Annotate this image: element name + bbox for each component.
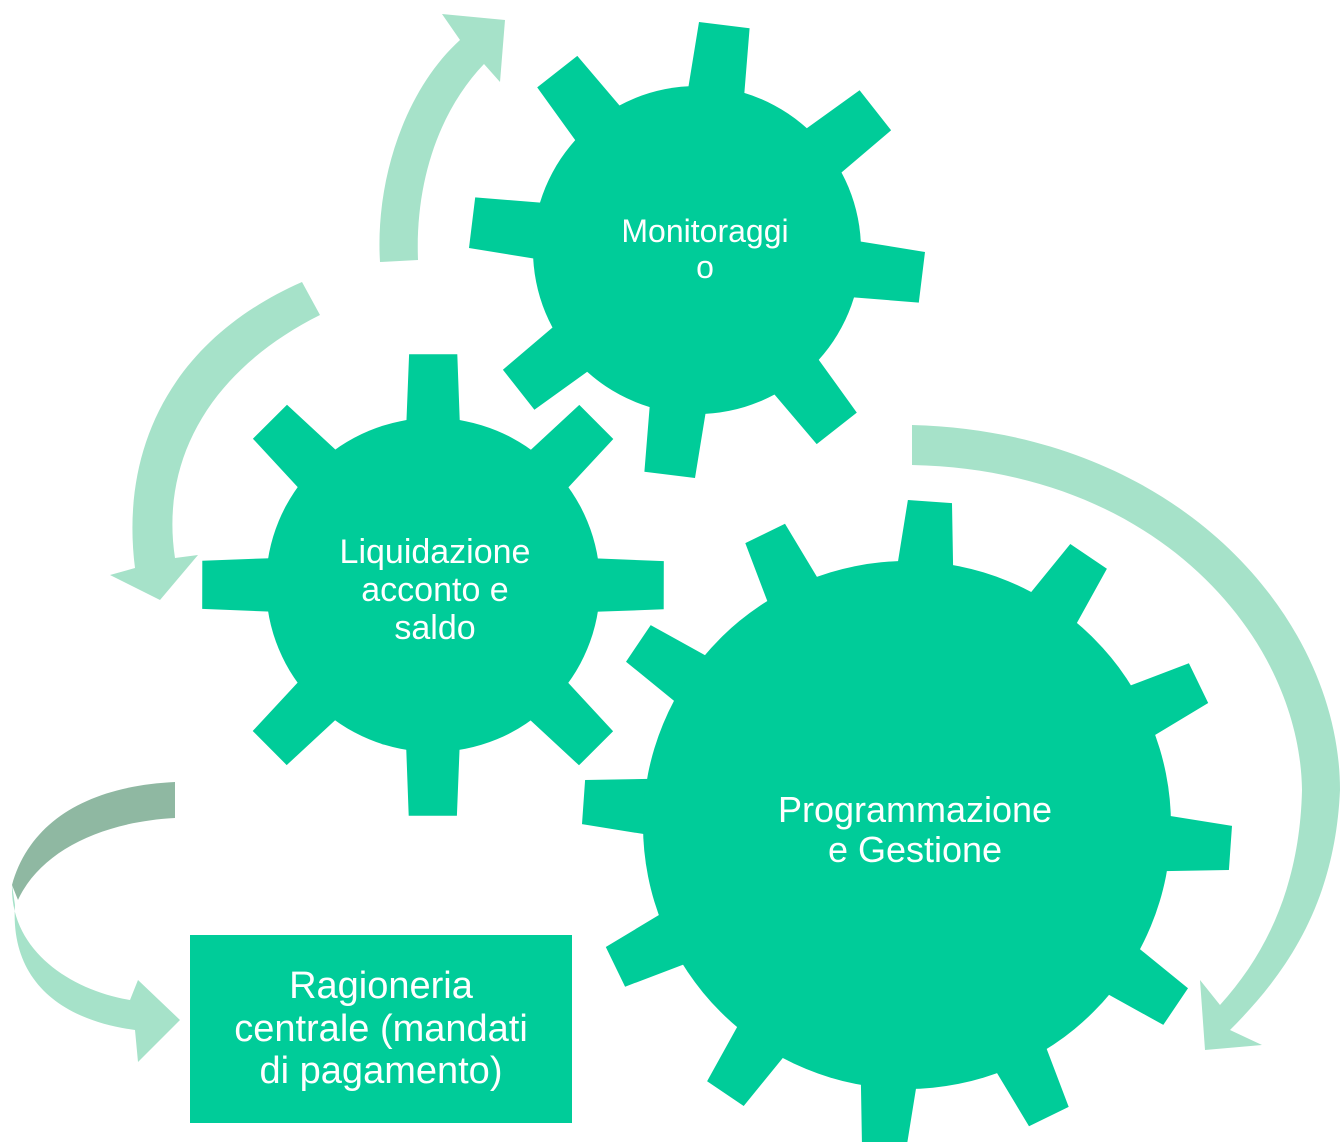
ragioneria-box <box>190 935 572 1123</box>
gear-icon-monitoraggio-body <box>533 86 861 414</box>
box-label-ragioneria: Ragioneria centrale (mandati di pagament… <box>234 965 528 1093</box>
curved-arrow-icon-bottom-dark <box>12 782 175 900</box>
gears-group <box>202 22 1232 1142</box>
gear-icon-liquidazione-body <box>266 418 600 752</box>
curved-arrow-icon-left <box>110 282 320 600</box>
curved-arrow-icon-right <box>912 425 1340 1050</box>
gear-label-monitoraggio: Monitoraggi o <box>621 213 789 285</box>
gear-icon-programmazione-body <box>643 561 1171 1089</box>
gear-label-programmazione: Programmazione e Gestione <box>777 788 1053 870</box>
gear-label-liquidazione: Liquidazione acconto e saldo <box>339 532 531 648</box>
curved-arrow-icon-top <box>379 14 505 262</box>
curved-arrow-icon-bottom-light <box>11 885 180 1062</box>
